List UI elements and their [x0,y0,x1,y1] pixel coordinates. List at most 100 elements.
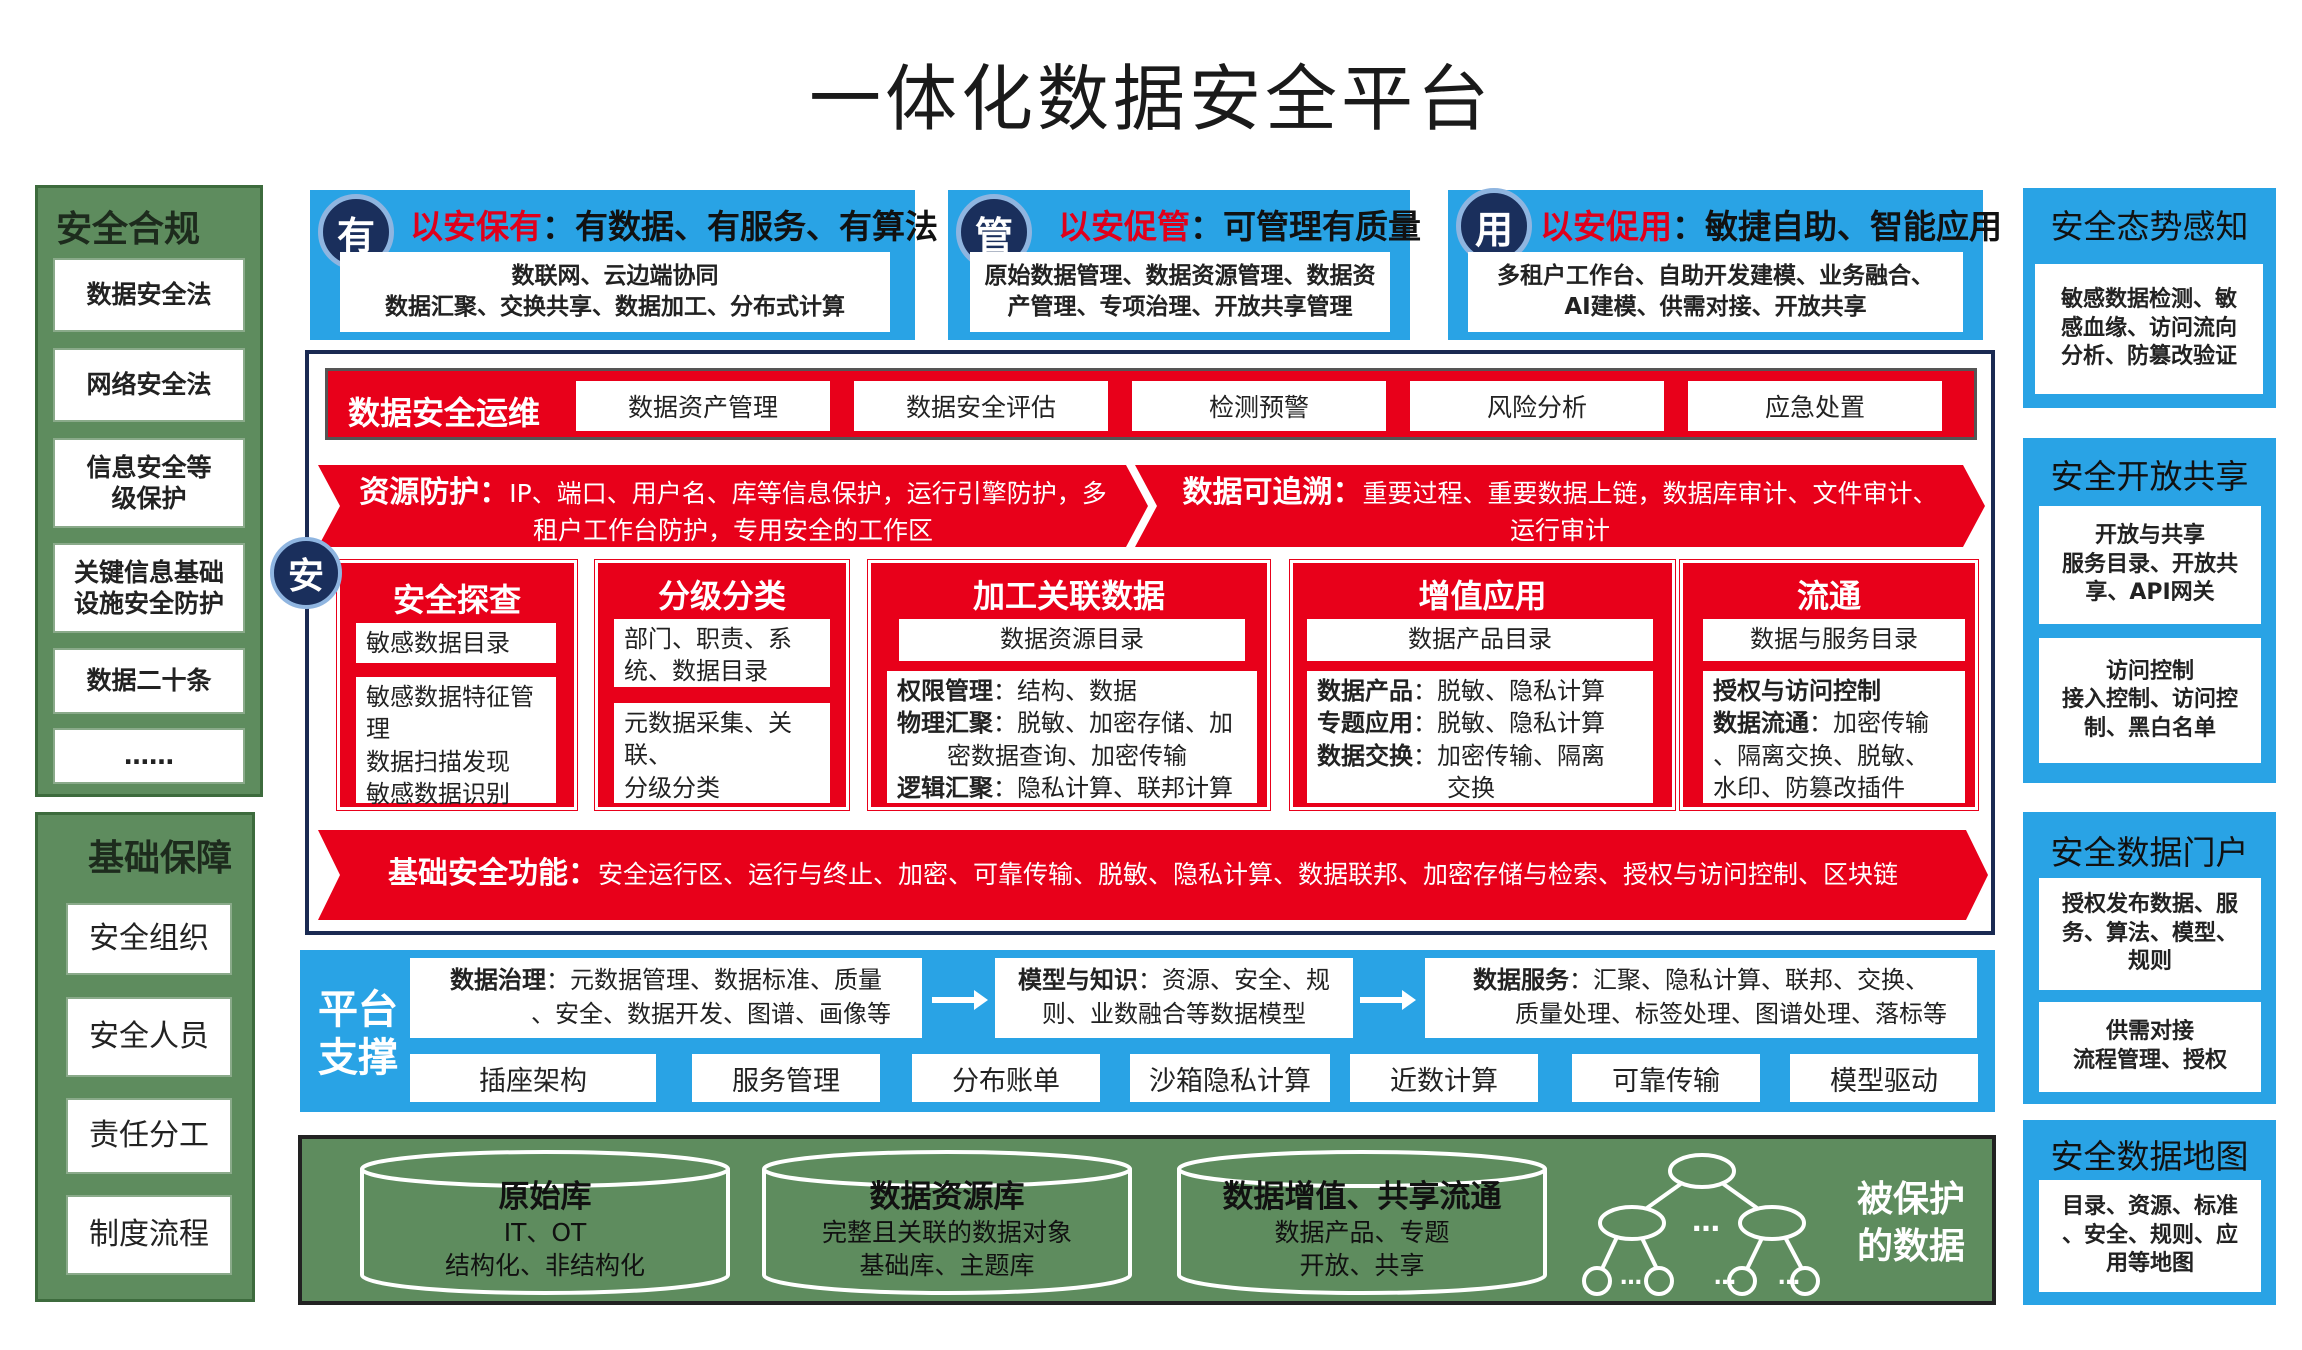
right-line: 访问控制 [2105,658,2194,684]
foundation-panel: 基础保障 安全组织 安全人员 责任分工 制度流程 [35,812,255,1302]
resource-protection-band: 资源防护：IP、端口、用户名、库等信息保护，运行引擎防护，多 租户工作台防护，专… [318,465,1148,547]
col-line: 敏感数据识别 [366,780,510,809]
col-line: 水印、防篡改插件 [1713,774,1905,803]
col-value: 增值应用 数据产品目录 数据产品：脱敏、隐私计算 专题应用：脱敏、隐私计算 数据… [1290,560,1675,810]
resource-protection-text: 资源防护：IP、端口、用户名、库等信息保护，运行引擎防护，多 租户工作台防护，专… [338,473,1128,547]
right-line: 感血缘、访问流向 [2060,315,2237,341]
foundation-item: 安全人员 [66,997,232,1077]
col-box: 数据资源目录 [899,619,1245,661]
right-panel-body: 访问控制 接入控制、访问控 制、黑白名单 [2039,638,2261,763]
top-heading: 以安保有：有数据、有服务、有算法 [410,200,938,248]
col-box: 权限管理：结构、数据 物理汇聚：脱敏、加密存储、加 密数据查询、加密传输 逻辑汇… [887,671,1257,803]
right-panel-title: 安全开放共享 [2050,457,2249,496]
trace-line1: 数据可追溯：重要过程、重要数据上链，数据库审计、文件审计、 [1155,473,1965,514]
ops-item: 数据安全评估 [854,381,1108,431]
platform-title-line: 支撑 [318,1035,398,1081]
top-heading: 以安促管：可管理有质量 [1058,200,1421,248]
col-line: 分级分类 [624,773,720,802]
right-panel-situation: 安全态势感知 敏感数据检测、敏 感血缘、访问流向 分析、防篡改验证 [2023,188,2276,408]
compliance-item: 数据二十条 [53,648,245,714]
col-line: 数据产品：脱敏、隐私计算 [1317,675,1643,707]
right-panel-title: 安全态势感知 [2050,207,2249,246]
right-panel-body: 供需对接 流程管理、授权 [2039,1002,2261,1092]
protected-label-line: 被保护 [1857,1179,1966,1220]
right-line: 制、黑白名单 [2083,715,2216,741]
right-panel-body: 授权发布数据、服 务、算法、模型、 规则 [2039,878,2261,990]
plat-line: 模型与知识：资源、安全、规 [1018,964,1330,998]
col-line-bold: 授权与访问控制 [1713,677,1881,705]
right-line: 授权发布数据、服 [2061,892,2238,918]
right-panel-body: 目录、资源、标准 、安全、规则、应 用等地图 [2039,1180,2261,1292]
top-heading: 以安促用：敏捷自助、智能应用 [1540,200,2002,248]
col-process: 加工关联数据 数据资源目录 权限管理：结构、数据 物理汇聚：脱敏、加密存储、加 … [868,560,1270,810]
ops-item: 风险分析 [1410,381,1664,431]
basic-security-text: 基础安全功能：安全运行区、运行与终止、加密、可靠传输、脱敏、隐私计算、数据联邦、… [388,854,1898,895]
right-panel-body: 开放与共享 服务目录、开放共 享、API网关 [2039,506,2261,624]
col-box: 数据产品：脱敏、隐私计算 专题应用：脱敏、隐私计算 数据交换：加密传输、隔离 交… [1307,671,1653,803]
col-line: 物理汇聚：脱敏、加密存储、加 [897,707,1247,739]
col-line: 敏感数据特征管 [366,683,534,711]
compliance-title: 安全合规 [56,209,201,250]
col-line: 逻辑汇聚：隐私计算、联邦计算 [897,772,1247,804]
col-line: 部门、职责、系 [624,625,792,653]
right-panel-portal: 安全数据门户 授权发布数据、服 务、算法、模型、 规则 供需对接 流程管理、授权 [2023,812,2276,1104]
plat-bold: 数据治理 [450,966,546,995]
right-line: 服务目录、开放共 [2061,551,2238,577]
col-box: 数据产品目录 [1307,619,1653,661]
plat-governance: 数据治理：元数据管理、数据标准、质量 、安全、数据开发、图谱、画像等 [410,958,922,1038]
top-detail-line: 数据汇聚、交换共享、数据加工、分布式计算 [385,294,845,320]
cylinder-resource: 数据资源库 完整且关联的数据对象 基础库、主题库 [762,1149,1132,1297]
right-line: 流程管理、授权 [2072,1048,2227,1073]
col-line-bold: 专题应用 [1317,709,1413,738]
col-flow: 流通 数据与服务目录 授权与访问控制 数据流通：加密传输 、隔离交换、脱敏、 水… [1680,560,1978,810]
tree-dots: … [1692,1205,1720,1238]
right-line: 、安全、规则、应 [2061,1222,2238,1248]
right-line: 目录、资源、标准 [2061,1194,2238,1220]
col-title: 加工关联数据 [972,577,1165,615]
top-detail: 原始数据管理、数据资源管理、数据资 产管理、专项治理、开放共享管理 [970,252,1390,332]
cylinder-line: 数据产品、专题 [1274,1218,1450,1248]
col-title: 增值应用 [1418,577,1547,615]
col-box: 敏感数据特征管 理 数据扫描发现 敏感数据识别 [356,677,556,808]
plat-item: 模型驱动 [1790,1054,1978,1102]
top-detail-line: 原始数据管理、数据资源管理、数据资 [984,262,1376,289]
col-line: 权限管理：结构、数据 [897,675,1247,707]
col-line-text: ：隐私计算、联邦计算 [993,774,1233,803]
right-line: 享、API网关 [2085,580,2215,606]
cylinder-line: 完整且关联的数据对象 [821,1218,1072,1248]
top-box-you: 有 以安保有：有数据、有服务、有算法 数联网、云边端协同 数据汇聚、交换共享、数… [310,190,938,340]
top-heading-rest: ：敏捷自助、智能应用 [1672,207,2002,246]
plat-line: 数据治理：元数据管理、数据标准、质量 [450,964,882,998]
arrow-right-icon [932,990,988,1010]
col-line: 密数据查询、加密传输 [947,741,1187,770]
trace-line1-text: 重要过程、重要数据上链，数据库审计、文件审计、 [1362,479,1938,508]
platform-panel: 平台 支撑 数据治理：元数据管理、数据标准、质量 、安全、数据开发、图谱、画像等… [300,950,1995,1112]
cylinder-line: 结构化、非结构化 [444,1250,645,1280]
protected-label: 被保护 的数据 [1857,1177,1965,1271]
plat-line: 则、业数融合等数据模型 [1042,1000,1306,1028]
cylinder-line: IT、OT [503,1218,587,1248]
cylinder-text: 数据资源库 完整且关联的数据对象 基础库、主题库 [762,1177,1132,1282]
basic-security-band: 基础安全功能：安全运行区、运行与终止、加密、可靠传输、脱敏、隐私计算、数据联邦、… [318,830,1988,920]
col-classify: 分级分类 部门、职责、系 统、数据目录 元数据采集、关 联、 分级分类 [595,560,849,810]
resource-label: 资源防护： [359,475,510,510]
compliance-item: …… [53,728,245,784]
col-title: 安全探查 [392,581,521,619]
plat-bold: 模型与知识 [1018,966,1138,995]
right-line: 规则 [2127,949,2172,975]
top-detail-line: 多租户工作台、自助开发建模、业务融合、 [1497,262,1934,289]
col-line: 、隔离交换、脱敏、 [1713,741,1929,770]
col-line: 专题应用：脱敏、隐私计算 [1317,707,1643,739]
col-line-bold: 逻辑汇聚 [897,774,993,803]
col-box: 数据与服务目录 [1703,619,1965,661]
right-line: 开放与共享 [2094,523,2205,549]
right-panel-body: 敏感数据检测、敏 感血缘、访问流向 分析、防篡改验证 [2035,264,2263,394]
plat-text: ：汇聚、隐私计算、联邦、交换、 [1569,966,1929,995]
col-line: 理 [366,715,390,744]
foundation-item: 责任分工 [66,1098,232,1174]
compliance-panel: 安全合规 数据安全法 网络安全法 信息安全等级保护 关键信息基础设施安全防护 数… [35,185,263,797]
basic-items: 安全运行区、运行与终止、加密、可靠传输、脱敏、隐私计算、数据联邦、加密存储与检索… [598,860,1899,889]
compliance-item: 关键信息基础设施安全防护 [53,543,245,633]
right-line: 分析、防篡改验证 [2060,344,2237,370]
top-heading-red: 以安促管 [1058,207,1190,246]
